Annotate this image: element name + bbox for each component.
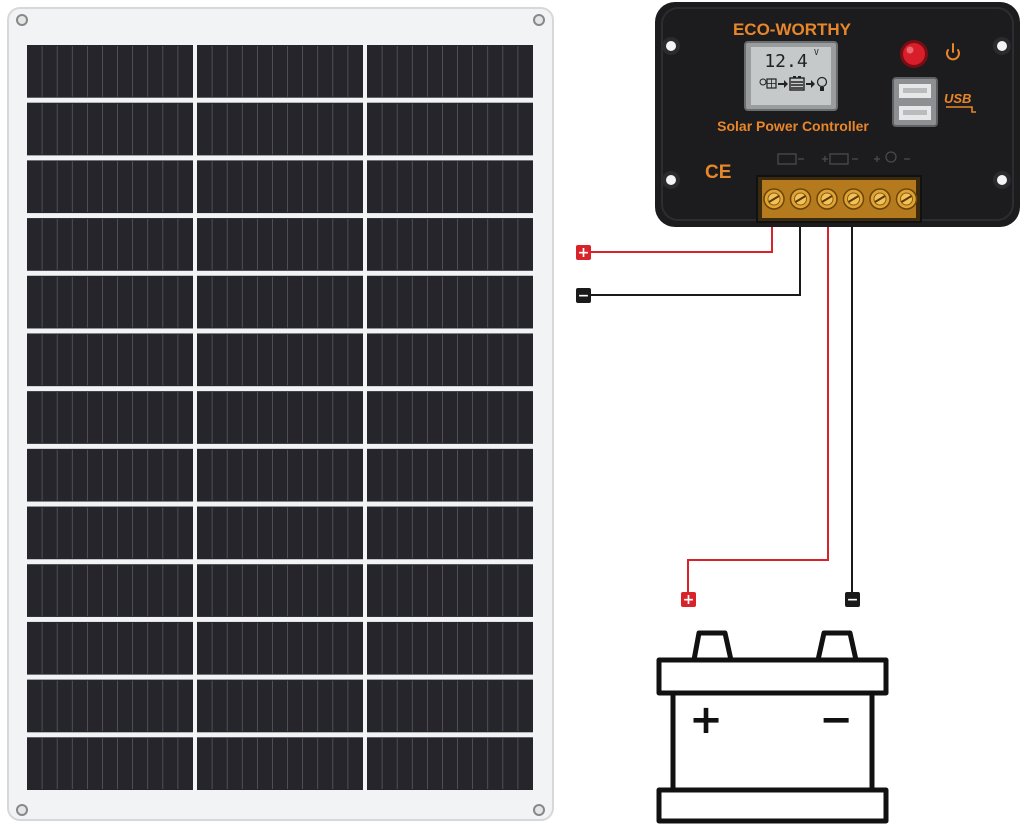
cell-grid [27,45,533,790]
panel-cell [367,737,533,790]
ce-mark: CE [705,162,731,183]
panel-cell [367,564,533,617]
lcd-voltage: 12.4 [764,51,807,72]
panel-cell [197,391,363,444]
panel-cell [197,737,363,790]
battery-body [670,690,875,793]
power-icon [946,43,960,61]
panel-cell [27,333,193,387]
panel-negative-wire [590,218,801,296]
panel-cell [197,506,363,560]
panel-cell [197,564,363,617]
panel-cell [197,333,363,387]
mount-hole-bottom-left [662,171,680,189]
terminal-screw[interactable] [869,188,891,210]
panel-cell [367,621,533,675]
charge-controller: ECO-WORTHY 12.4 V [655,2,1020,227]
panel-cell [27,160,193,214]
panel-cell [27,506,193,560]
battery-negative-symbol: − [819,697,853,743]
panel-cell [367,45,533,98]
battery-terminal-right [815,630,859,663]
panel-cell [197,448,363,502]
panel-cell [367,333,533,387]
panel-cell [367,218,533,271]
mount-hole-top-left [662,37,680,55]
lcd-display: 12.4 V [744,41,838,111]
marker-panel-negative: − [576,288,591,304]
usb-ports[interactable] [892,77,938,127]
battery-icon [656,630,889,824]
panel-cell [197,679,363,733]
panel-cell [197,275,363,329]
terminal-legend-icons [777,151,910,165]
panel-cell [27,679,193,733]
battery-positive-wire [687,218,829,592]
brand-name: ECO-WORTHY [733,20,852,39]
usb-icon: USB [944,91,976,113]
lcd-arrow-icon [778,80,788,88]
grommet-bottom-left [16,804,28,816]
marker-battery-positive: + [681,592,696,608]
mount-hole-bottom-right [993,171,1011,189]
terminal-screw[interactable] [789,188,812,210]
svg-text:−: − [847,592,859,608]
battery-lid [656,657,889,696]
lcd-unit: V [814,48,819,57]
panel-cell [27,448,193,502]
svg-text:−: − [578,288,590,304]
lcd-arrow-icon-2 [806,80,815,88]
grommet-top-left [16,14,28,26]
wiring [590,218,853,592]
panel-cell [27,218,193,271]
panel-cell [197,218,363,271]
marker-panel-positive: + [576,245,591,261]
terminal-screw[interactable] [842,188,865,210]
panel-cell [27,564,193,617]
panel-cell [27,275,193,329]
battery-terminal-left [691,630,734,663]
terminal-screw[interactable] [816,188,838,210]
panel-cell [367,160,533,214]
battery-positive-symbol: + [689,697,723,743]
panel-cell [367,506,533,560]
panel-cell [197,621,363,675]
terminal-block [756,175,922,223]
solar-panel [7,7,554,821]
terminal-screw[interactable] [895,188,918,210]
panel-cell [367,102,533,156]
panel-cell [27,391,193,444]
power-button[interactable] [900,40,928,68]
panel-cell [27,737,193,790]
panel-cell [367,679,533,733]
lcd-battery-icon [789,76,805,91]
grommet-top-right [533,14,545,26]
mount-hole-top-right [993,37,1011,55]
panel-cell [27,45,193,98]
terminal-screw[interactable] [763,188,785,210]
panel-cell [367,448,533,502]
panel-cell [27,621,193,675]
product-label: Solar Power Controller [717,118,869,134]
marker-battery-negative: − [845,592,860,608]
lcd-bulb-icon [816,76,828,91]
panel-cell [367,391,533,444]
battery-base [656,787,889,824]
panel-cell [197,160,363,214]
svg-text:+: + [683,592,695,608]
lcd-sun-icon [759,78,777,89]
grommet-bottom-right [533,804,545,816]
panel-positive-wire [590,218,773,253]
panel-cell [27,102,193,156]
panel-cell [367,275,533,329]
svg-text:USB: USB [944,91,971,106]
panel-cell [197,45,363,98]
panel-cell [197,102,363,156]
svg-text:+: + [578,245,590,261]
